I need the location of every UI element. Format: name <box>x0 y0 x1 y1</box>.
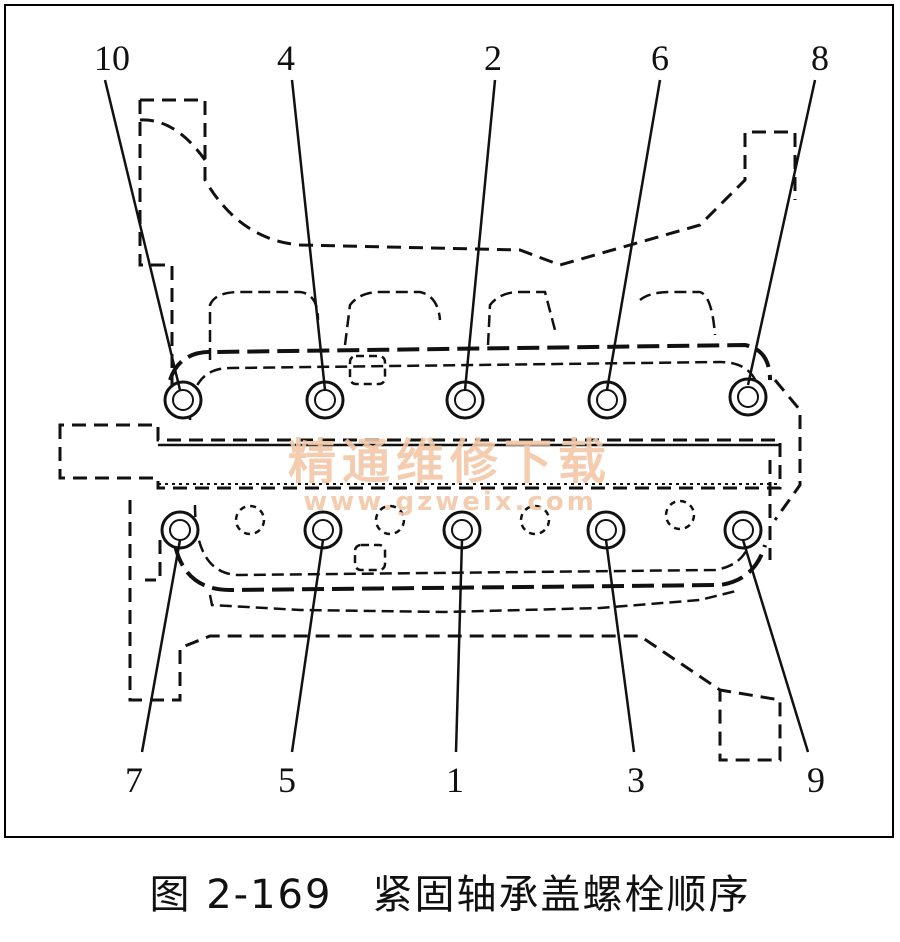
leader-9 <box>741 539 810 753</box>
leader-2 <box>463 79 497 391</box>
leader-lines <box>103 79 817 753</box>
sequence-labels: 10 4 2 6 8 7 5 1 3 9 <box>94 38 829 800</box>
leader-4 <box>290 79 327 391</box>
label-bolt-5: 5 <box>278 760 296 800</box>
figure-number: 图 2-169 <box>149 872 333 918</box>
bolt-8 <box>728 377 768 417</box>
label-bolt-9: 9 <box>807 760 825 800</box>
label-bolt-8: 8 <box>811 38 829 78</box>
bolt-7 <box>160 510 200 550</box>
leader-8 <box>746 79 817 386</box>
figure-frame <box>4 4 894 838</box>
leader-6 <box>605 79 662 391</box>
bolt-6 <box>587 380 627 420</box>
label-bolt-2: 2 <box>484 38 502 78</box>
figure-caption: 图 2-169 紧固轴承盖螺栓顺序 <box>0 862 900 920</box>
lower-bearing-cap <box>173 499 767 614</box>
watermark-text: 精通维修下载 <box>288 434 612 490</box>
leader-1 <box>454 539 464 753</box>
label-bolt-4: 4 <box>277 38 295 78</box>
bolt-1 <box>442 510 482 550</box>
leader-10 <box>103 79 182 391</box>
head-outline <box>128 98 802 762</box>
watermark: 精通维修下载 www.gzweix.com <box>288 434 612 517</box>
bearing-cap-diagram: 10 4 2 6 8 7 5 1 3 9 精通维修下载 www.gzweix.c… <box>58 38 829 800</box>
label-bolt-10: 10 <box>94 38 130 78</box>
bolt-10 <box>163 380 203 420</box>
watermark-url: www.gzweix.com <box>303 487 597 517</box>
figure-title: 紧固轴承盖螺栓顺序 <box>372 872 751 918</box>
label-bolt-6: 6 <box>651 38 669 78</box>
label-bolt-1: 1 <box>446 760 464 800</box>
leader-7 <box>140 539 182 753</box>
bolt-4 <box>305 380 345 420</box>
leader-3 <box>604 539 636 753</box>
label-bolt-7: 7 <box>125 760 143 800</box>
bolt-9 <box>723 510 763 550</box>
leader-5 <box>290 539 325 753</box>
label-bolt-3: 3 <box>627 760 645 800</box>
camshaft <box>58 423 782 490</box>
bolt-heads <box>160 377 768 550</box>
